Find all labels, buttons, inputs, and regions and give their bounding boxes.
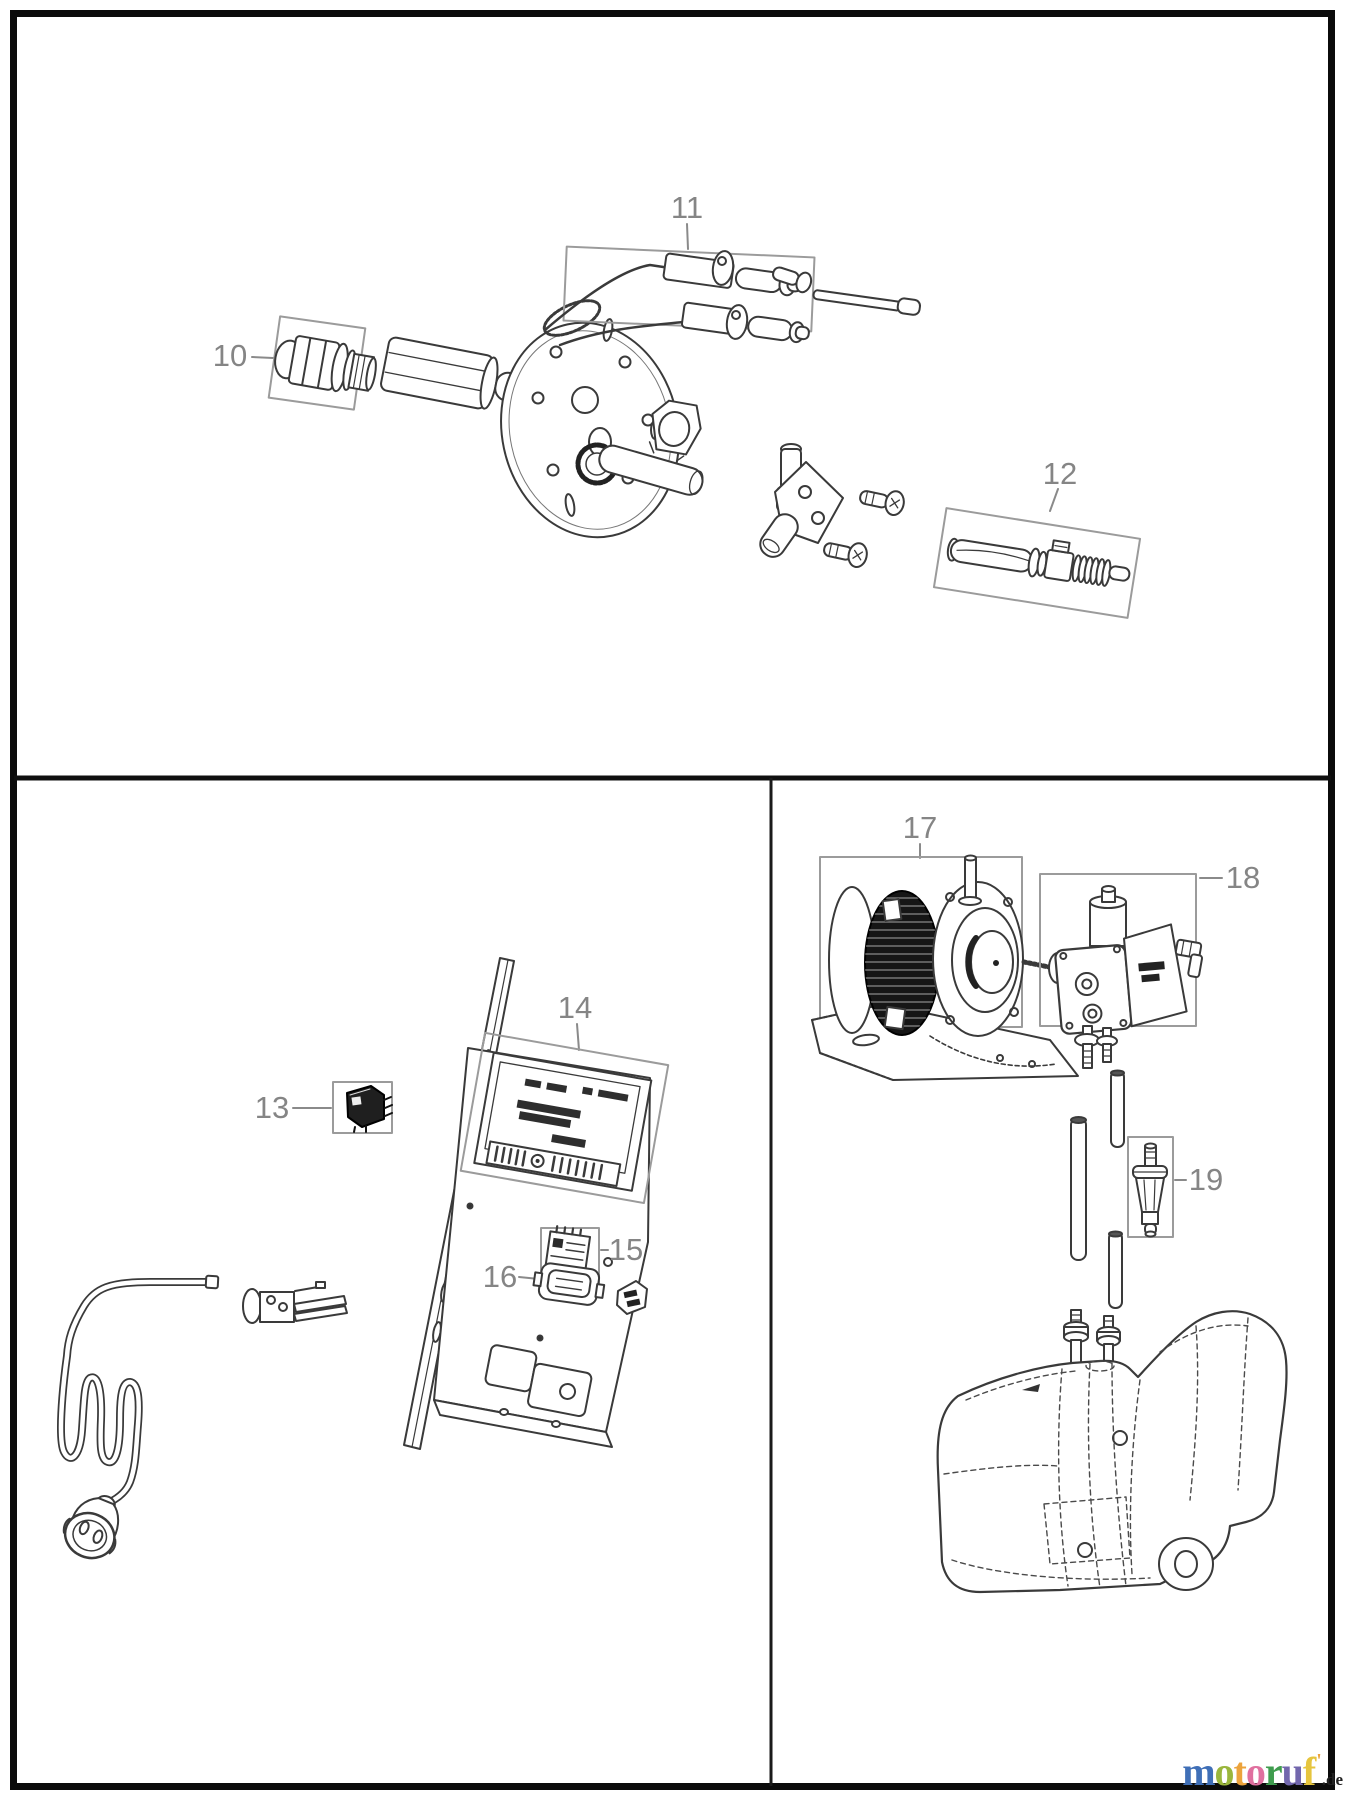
part-19-fuel-filter xyxy=(1127,1136,1187,1238)
power-cord xyxy=(57,1274,220,1560)
leader-line-11 xyxy=(686,223,689,250)
logo-letter: t xyxy=(1233,1749,1247,1794)
terminal-strip xyxy=(242,1281,348,1324)
part-16-socket xyxy=(518,1262,606,1306)
part-10-cable-gland xyxy=(251,315,377,411)
leader-line-10 xyxy=(251,356,274,359)
part-label-15: 15 xyxy=(608,1232,644,1267)
fuel-hoses xyxy=(1070,1069,1125,1309)
screw xyxy=(859,490,905,517)
logo-letter: o xyxy=(1214,1749,1235,1794)
logo-letter: u xyxy=(1281,1749,1304,1794)
part-13-relay xyxy=(292,1081,393,1134)
module-label-text xyxy=(516,1078,629,1148)
nozzle-bracket-assembly xyxy=(759,443,844,558)
part-18-fuel-pump xyxy=(1039,873,1223,1069)
hex-nut xyxy=(648,399,702,462)
logo-domain-suffix: .de xyxy=(1321,1770,1343,1789)
power-plug xyxy=(62,1494,120,1560)
part-label-19: 19 xyxy=(1188,1162,1224,1197)
leader-line-14 xyxy=(576,1023,580,1051)
tank-wheel xyxy=(1158,1537,1214,1591)
part-label-14: 14 xyxy=(557,990,593,1025)
part-14-control-module xyxy=(459,1023,670,1205)
logo-tick: ' xyxy=(1316,1750,1322,1772)
callout-box-13 xyxy=(332,1081,393,1134)
page-frame xyxy=(10,10,1335,1790)
part-label-18: 18 xyxy=(1225,860,1261,895)
part-label-12: 12 xyxy=(1042,456,1078,491)
connector-pins xyxy=(493,1145,604,1181)
outer-border xyxy=(10,10,1335,1790)
part-15-connector xyxy=(540,1225,609,1286)
leader-line-12 xyxy=(1049,488,1059,512)
pump-fittings xyxy=(1074,1025,1118,1069)
part-label-16: 16 xyxy=(482,1259,518,1294)
part-label-13: 13 xyxy=(254,1090,290,1125)
part-17-motor xyxy=(811,843,1079,1081)
part-12-fuel-hose xyxy=(932,488,1142,619)
callout-box-14 xyxy=(459,1031,670,1205)
part-11-electrodes xyxy=(543,223,922,347)
part-label-17: 17 xyxy=(902,810,938,845)
logo-letter: o xyxy=(1245,1749,1266,1794)
logo-letter: f xyxy=(1302,1749,1316,1794)
cable-clip xyxy=(616,1280,648,1315)
logo-letter: m xyxy=(1182,1749,1215,1794)
logo-letter: r xyxy=(1264,1749,1283,1794)
part-label-10: 10 xyxy=(212,338,248,373)
cylinder-pin xyxy=(598,444,704,496)
screw xyxy=(823,542,868,569)
part-label-11: 11 xyxy=(670,190,704,225)
tank-hidden-lines xyxy=(943,1317,1249,1589)
fuel-tank xyxy=(936,1309,1288,1594)
callout-box-12 xyxy=(932,507,1142,619)
motoruf-logo: motoruf'.de xyxy=(1182,1751,1343,1792)
logo-word: motoruf xyxy=(1182,1749,1316,1794)
